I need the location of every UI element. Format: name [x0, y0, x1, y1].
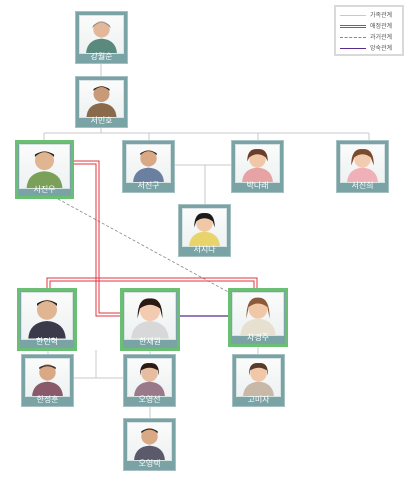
legend-item-love: 애정관계 — [340, 22, 402, 32]
portrait-photo — [127, 358, 172, 397]
person-name: 박나래 — [246, 181, 269, 190]
legend-item-rival: 앙숙관계 — [340, 44, 402, 54]
person-name: 강월순 — [90, 52, 113, 61]
portrait-photo — [25, 358, 70, 397]
legend-item-past: 과거관계 — [340, 33, 402, 43]
person-name: 서지나 — [193, 245, 216, 254]
portrait-photo — [124, 292, 176, 340]
person-icon — [86, 21, 117, 53]
portrait-photo — [79, 80, 124, 118]
portrait-photo — [19, 144, 70, 189]
person-card-seo-jinhee[interactable]: 서진희 — [336, 140, 389, 193]
portrait-photo — [127, 422, 172, 461]
person-card-oh-youngtaek[interactable]: 오영택 — [123, 418, 176, 471]
legend-label: 애정관계 — [370, 23, 393, 30]
legend-label: 가족관계 — [370, 12, 393, 19]
person-name: 한민혁 — [35, 337, 59, 346]
person-card-han-chaewon[interactable]: 한채원 — [120, 288, 180, 351]
person-name: 한정훈 — [36, 395, 59, 404]
person-card-go-mija[interactable]: 고미자 — [232, 354, 285, 407]
portrait-photo — [340, 144, 385, 183]
person-name: 서진구 — [137, 181, 160, 190]
love-lines — [46, 160, 258, 317]
person-card-seo-jinwoo[interactable]: 서진우 — [15, 140, 74, 199]
person-card-seo-minho[interactable]: 서민호 — [75, 76, 128, 128]
person-name: 한채원 — [138, 337, 162, 346]
portrait-photo — [21, 292, 73, 340]
person-name: 서민호 — [90, 116, 113, 125]
person-icon — [243, 363, 274, 396]
love-line — [49, 280, 255, 289]
love-line — [46, 277, 258, 289]
legend-swatch-past — [340, 37, 366, 38]
person-icon — [347, 149, 378, 182]
portrait-photo — [235, 144, 280, 183]
legend: 가족관계 애정관계 과거관계 앙숙관계 — [334, 5, 404, 56]
person-icon — [189, 213, 220, 246]
portrait-photo — [79, 15, 124, 54]
legend-swatch-family — [340, 15, 366, 16]
person-name: 서진희 — [351, 181, 374, 190]
love-line — [74, 160, 122, 314]
legend-label: 과거관계 — [370, 34, 393, 41]
person-card-han-jeonghun[interactable]: 한정훈 — [21, 354, 74, 407]
person-icon — [86, 86, 117, 117]
person-name: 차경주 — [246, 333, 270, 342]
person-icon — [134, 363, 165, 396]
portrait-photo — [126, 144, 171, 183]
person-card-oh-youngsun[interactable]: 오영선 — [123, 354, 176, 407]
person-icon — [134, 428, 165, 460]
person-card-gang-wolsun[interactable]: 강월순 — [75, 11, 128, 64]
person-icon — [133, 150, 164, 182]
love-line — [74, 163, 122, 317]
person-icon — [242, 149, 273, 182]
person-card-cha-kyungju[interactable]: 차경주 — [228, 288, 288, 347]
portrait-photo — [182, 208, 227, 247]
person-name: 오영선 — [138, 395, 161, 404]
portrait-photo — [232, 292, 284, 336]
portrait-photo — [236, 358, 281, 397]
legend-item-family: 가족관계 — [340, 11, 402, 21]
person-card-park-narae[interactable]: 박나래 — [231, 140, 284, 193]
person-card-seo-jingu[interactable]: 서진구 — [122, 140, 175, 193]
person-name: 고미자 — [247, 395, 270, 404]
person-icon — [240, 297, 276, 335]
person-icon — [26, 150, 63, 188]
legend-label: 앙숙관계 — [370, 45, 393, 52]
legend-swatch-rival — [340, 48, 366, 49]
person-card-han-minhyuk[interactable]: 한민혁 — [17, 288, 77, 351]
legend-swatch-love — [340, 25, 366, 28]
person-card-seo-jina[interactable]: 서지나 — [178, 204, 231, 257]
person-name: 오영택 — [138, 459, 161, 468]
person-icon — [131, 298, 169, 339]
person-icon — [28, 299, 66, 339]
person-name: 서진우 — [33, 185, 56, 194]
person-icon — [32, 364, 63, 396]
